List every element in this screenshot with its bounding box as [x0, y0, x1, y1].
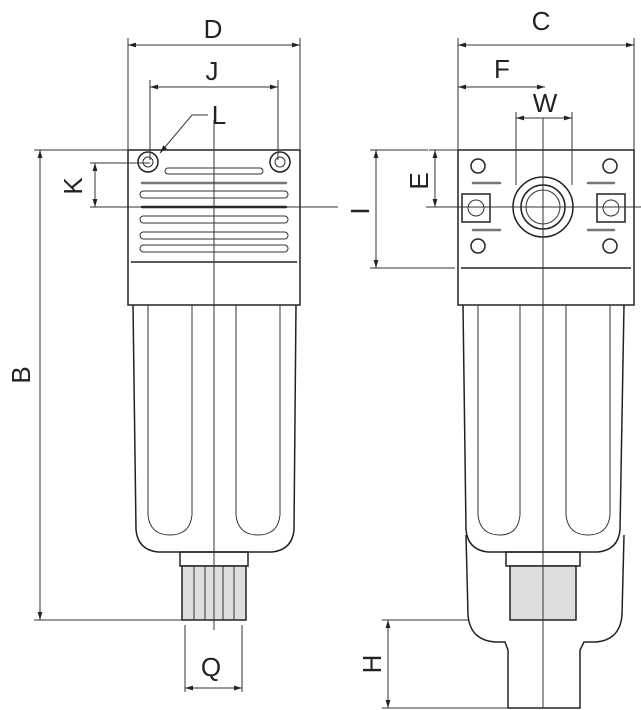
dim-label-l: L [212, 100, 226, 130]
dim-label-c: C [532, 6, 551, 36]
dim-label-q: Q [201, 652, 221, 682]
dim-label-e: E [404, 172, 434, 189]
dim-label-d: D [204, 14, 223, 44]
dim-label-b: B [6, 366, 36, 383]
dim-label-k: K [58, 177, 88, 195]
head-block [457, 149, 635, 306]
dimensions [34, 38, 635, 709]
dim-label-h: H [357, 655, 387, 674]
side-view [426, 118, 641, 709]
dim-label-w: W [533, 88, 558, 118]
dim-label-j: J [206, 56, 219, 86]
dim-label-f: F [494, 54, 510, 84]
front-view [90, 120, 338, 630]
dim-label-i: I [345, 207, 375, 214]
